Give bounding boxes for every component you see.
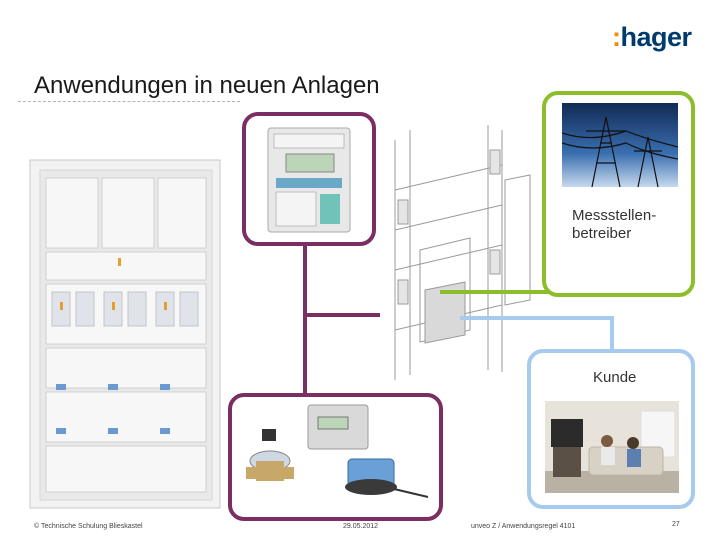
smart-meter-icon — [246, 116, 372, 242]
metering-operator-box: Messstellen- betreiber — [542, 91, 695, 297]
operator-label-line2: betreiber — [572, 225, 631, 243]
power-lines-photo — [562, 103, 678, 187]
meter-rack-illustration — [395, 125, 530, 380]
customer-label: Kunde — [593, 369, 636, 387]
water-gas-meters-box — [228, 393, 443, 521]
water-gas-meters-icon — [232, 397, 439, 517]
footer-reference: unveo Z / Anwendungsregel 4101 — [471, 523, 575, 530]
electricity-meter-box — [242, 112, 376, 246]
footer-date: 29.05.2012 — [343, 523, 378, 530]
page-number: 27 — [672, 521, 680, 528]
living-room-photo — [545, 401, 679, 493]
operator-label-line1: Messstellen- — [572, 207, 656, 225]
footer-copyright: © Technische Schulung Blieskastel — [34, 523, 143, 530]
customer-box: Kunde — [527, 349, 695, 509]
meter-cabinet-illustration — [30, 160, 220, 508]
